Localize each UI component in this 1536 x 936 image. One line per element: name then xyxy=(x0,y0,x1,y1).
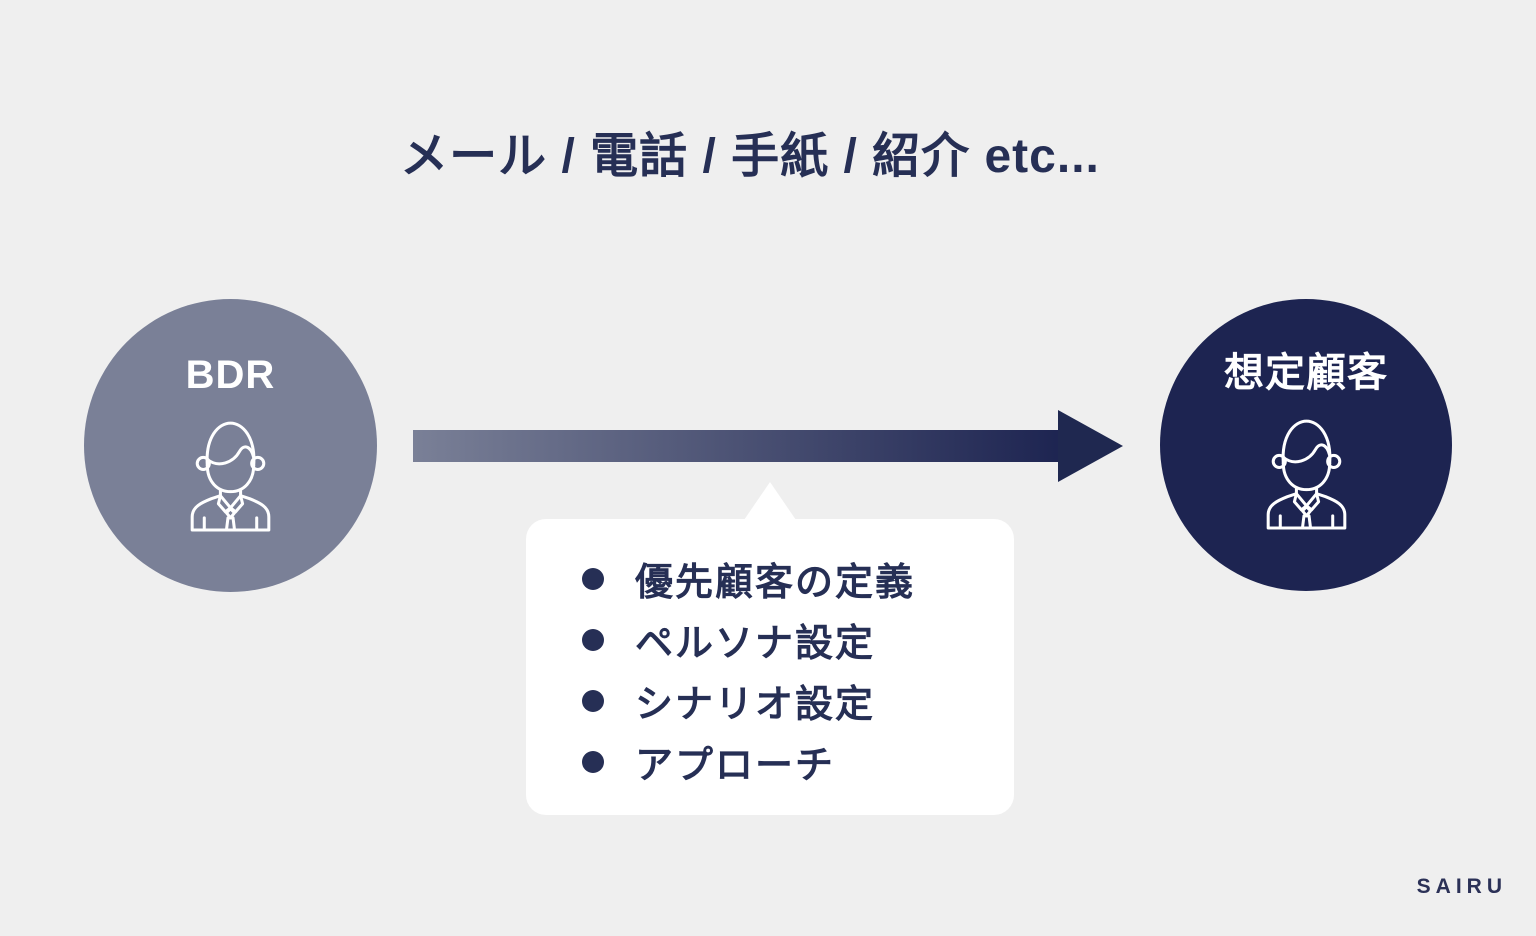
list-item: シナリオ設定 xyxy=(582,670,1014,731)
target-customer-node-label: 想定顧客 xyxy=(1224,351,1388,395)
bdr-node-label: BDR xyxy=(185,353,276,397)
businessman-icon xyxy=(1254,411,1359,532)
sairu-logo: SAIRU xyxy=(1416,875,1507,898)
bullet-icon xyxy=(582,567,604,590)
list-item: アプローチ xyxy=(582,731,1014,792)
list-item-label: シナリオ設定 xyxy=(635,684,876,726)
arrow-shaft xyxy=(413,430,1063,462)
list-item-label: 優先顧客の定義 xyxy=(635,562,916,604)
list-item: 優先顧客の定義 xyxy=(582,548,1014,609)
arrow-head xyxy=(1058,410,1123,482)
bullet-icon xyxy=(582,628,604,651)
list-item-label: アプローチ xyxy=(635,745,836,787)
list-item: ペルソナ設定 xyxy=(582,609,1014,670)
channels-title: メール / 電話 / 手紙 / 紹介 etc... xyxy=(400,130,1100,183)
callout-pointer xyxy=(744,482,796,520)
list-item-label: ペルソナ設定 xyxy=(635,623,876,665)
bullet-icon xyxy=(582,750,604,773)
businessman-icon xyxy=(178,413,283,534)
callout-list: 優先顧客の定義 ペルソナ設定 シナリオ設定 アプローチ xyxy=(526,519,1014,792)
bullet-icon xyxy=(582,689,604,712)
bdr-node: BDR xyxy=(84,299,377,592)
target-customer-node: 想定顧客 xyxy=(1160,299,1452,591)
flow-arrow xyxy=(413,410,1123,482)
callout-box: 優先顧客の定義 ペルソナ設定 シナリオ設定 アプローチ xyxy=(526,519,1014,815)
